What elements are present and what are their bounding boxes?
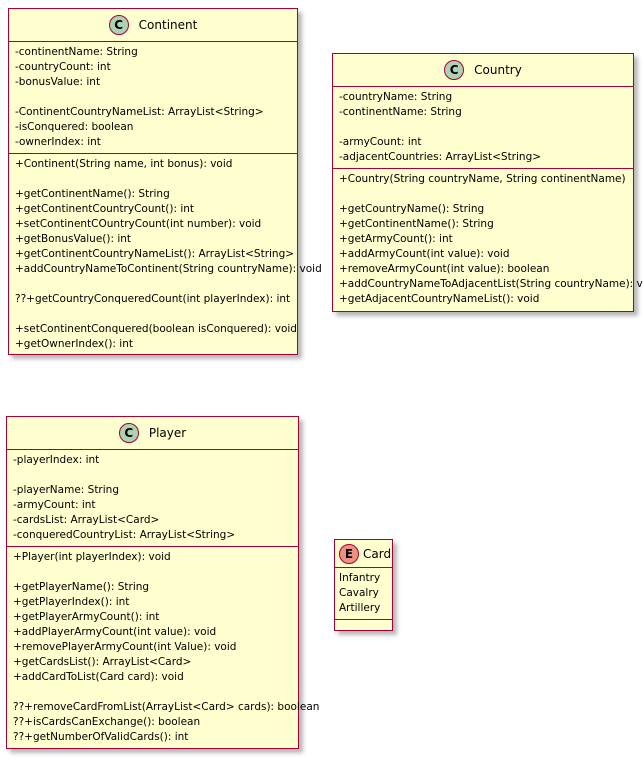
class-name: Player	[148, 426, 187, 440]
fields-section: -playerIndex: int -playerName: String -arm…	[7, 450, 298, 547]
class-country[interactable]: C Country -countryName: String -continent…	[332, 53, 643, 312]
method-line: +getContinentCountryCount(): int	[15, 203, 195, 215]
method-line: +addCountryNameToContinent(String countr…	[15, 263, 322, 275]
method-line: +getContinentName(): String	[15, 188, 170, 200]
class-name: Card	[363, 546, 392, 561]
method-line: +Country(String countryName, String cont…	[339, 173, 626, 185]
class-name: Country	[474, 63, 522, 77]
method-line: ??+getNumberOfValidCards(): int	[13, 731, 189, 743]
method-line: +addPlayerArmyCount(int value): void	[13, 626, 217, 638]
method-line: +Continent(String name, int bonus): void	[15, 158, 233, 170]
method-line: +getPlayerArmyCount(): int	[13, 611, 160, 623]
field-line: -isConquered: boolean	[15, 121, 134, 133]
method-line: +removePlayerArmyCount(int Value): void	[13, 641, 237, 653]
class-stereotype-icon: C	[108, 15, 129, 35]
method-line: ??+removeCardFromList(ArrayList<Card> ca…	[13, 701, 320, 713]
field-line: -cardsList: ArrayList<Card>	[13, 514, 160, 526]
method-line: +getBonusValue(): int	[15, 233, 132, 245]
method-line: +getPlayerIndex(): int	[13, 596, 130, 608]
method-line: +addArmyCount(int value): void	[339, 248, 510, 260]
spacer	[339, 120, 633, 135]
spacer	[15, 307, 297, 322]
methods-section	[335, 620, 392, 628]
methods-section: +Player(int playerIndex): void +getPlayer…	[7, 547, 320, 748]
field-line: -adjacentCountries: ArrayList<String>	[339, 151, 542, 163]
spacer	[339, 187, 633, 202]
spacer	[13, 685, 298, 700]
field-line: -continentName: String	[339, 106, 462, 118]
class-player[interactable]: C Player -playerIndex: int -playerName: S…	[6, 416, 320, 749]
method-line: +getContinentCountryNameList(): ArrayLis…	[15, 248, 295, 260]
methods-section: +Continent(String name, int bonus): void…	[9, 154, 322, 355]
spacer	[13, 565, 298, 580]
spacer	[15, 90, 297, 105]
class-stereotype-icon: C	[444, 60, 465, 80]
fields-section: -continentName: String -countryCount: int…	[9, 42, 297, 154]
method-line: +addCardToList(Card card): void	[13, 671, 184, 683]
method-line: ??+getCountryConqueredCount(int playerIn…	[15, 293, 291, 305]
field-line: -ContinentCountryNameList: ArrayList<Str…	[15, 106, 264, 118]
field-line: -countryCount: int	[15, 61, 111, 73]
field-line: -countryName: String	[339, 91, 453, 103]
spacer	[15, 172, 297, 187]
method-line: +setContinentConquered(boolean isConquer…	[15, 323, 297, 335]
class-header: C Player	[7, 417, 298, 450]
method-line: +getCountryName(): String	[339, 203, 485, 215]
field-line: Infantry	[339, 572, 381, 584]
method-line: +addCountryNameToAdjacentList(String cou…	[339, 278, 643, 290]
fields-section: -countryName: String -continentName: Stri…	[333, 87, 633, 169]
field-line: Artillery	[339, 602, 381, 614]
class-header: C Continent	[9, 9, 297, 42]
class-stereotype-icon: C	[118, 423, 139, 443]
field-line: -ownerIndex: int	[15, 136, 101, 148]
field-line: -continentName: String	[15, 46, 138, 58]
field-line: -armyCount: int	[13, 499, 96, 511]
class-header: E Card	[335, 540, 392, 568]
method-line: +getAdjacentCountryNameList(): void	[339, 293, 540, 305]
field-line: -playerName: String	[13, 484, 119, 496]
method-line: +setContinentCOuntryCount(int number): v…	[15, 218, 262, 230]
method-line: +removeArmyCount(int value): boolean	[339, 263, 550, 275]
field-line: -playerIndex: int	[13, 454, 100, 466]
method-line: +getArmyCount(): int	[339, 233, 453, 245]
spacer	[15, 277, 297, 292]
field-line: Cavalry	[339, 587, 379, 599]
method-line: +getPlayerName(): String	[13, 581, 150, 593]
method-line: +getContinentName(): String	[339, 218, 494, 230]
field-line: -armyCount: int	[339, 136, 422, 148]
method-line: +Player(int playerIndex): void	[13, 551, 171, 563]
method-line: ??+isCardsCanExchange(): boolean	[13, 716, 201, 728]
enum-stereotype-icon: E	[339, 543, 359, 564]
method-line: +getOwnerIndex(): int	[15, 338, 133, 350]
field-line: -bonusValue: int	[15, 76, 101, 88]
class-continent[interactable]: C Continent -continentName: String -count…	[8, 8, 322, 355]
class-header: C Country	[333, 54, 633, 87]
spacer	[13, 468, 298, 483]
field-line: -conqueredCountryList: ArrayList<String>	[13, 529, 236, 541]
methods-section: +Country(String countryName, String cont…	[333, 169, 643, 310]
class-name: Continent	[138, 18, 198, 32]
method-line: +getCardsList(): ArrayList<Card>	[13, 656, 192, 668]
